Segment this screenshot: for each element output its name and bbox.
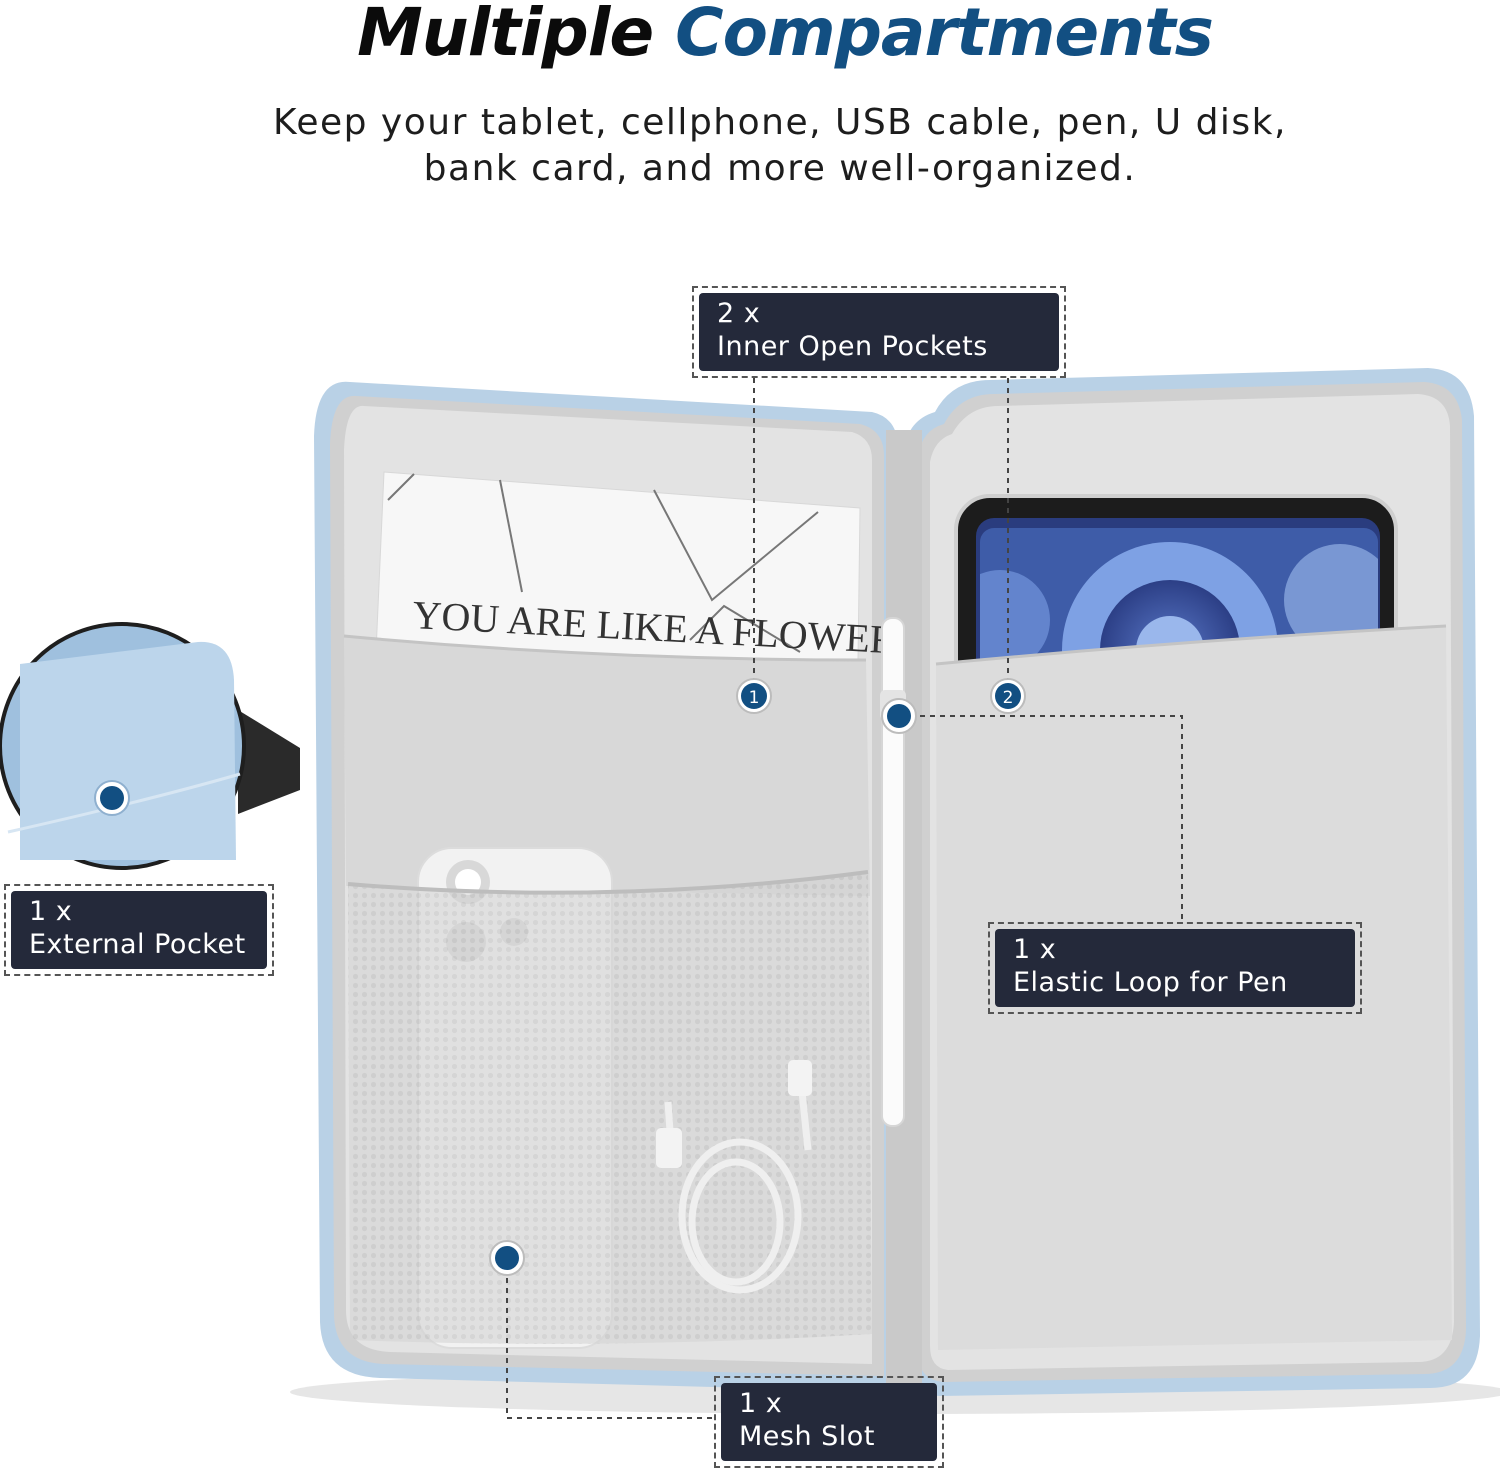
description-text: Keep your tablet, cellphone, USB cable, …	[273, 102, 1287, 189]
title-word-multiple: Multiple	[357, 0, 654, 71]
marker-1-label: 1	[749, 688, 760, 708]
mesh-slot	[348, 872, 872, 1344]
callout-mesh-qty: 1 x	[739, 1388, 783, 1419]
page-title: Multiple Compartments	[0, 0, 1500, 71]
callout-inner-open-pockets: 2 x Inner Open Pockets	[692, 286, 1066, 378]
marker-1: 1	[736, 678, 772, 714]
callout-external-name: External Pocket	[29, 929, 246, 960]
stylus-pen	[880, 617, 906, 1127]
callout-elastic-name: Elastic Loop for Pen	[1013, 967, 1288, 998]
marker-mesh	[489, 1240, 525, 1276]
external-pocket-zoom	[0, 622, 246, 870]
callout-elastic-loop: 1 x Elastic Loop for Pen	[988, 922, 1362, 1014]
callout-mesh-slot: 1 x Mesh Slot	[714, 1376, 944, 1468]
callout-inner-qty: 2 x	[717, 298, 761, 329]
title-word-compartments: Compartments	[675, 0, 1214, 71]
marker-2: 2	[990, 678, 1026, 714]
marker-external	[94, 780, 130, 816]
callout-lines	[506, 378, 1183, 1419]
callout-elastic-qty: 1 x	[1013, 934, 1057, 965]
marker-pen	[881, 698, 917, 734]
marker-2-label: 2	[1003, 688, 1014, 708]
callout-mesh-name: Mesh Slot	[739, 1421, 875, 1452]
callout-external-pocket: 1 x External Pocket	[4, 884, 274, 976]
left-inner-pocket	[344, 636, 870, 896]
callout-external-qty: 1 x	[29, 896, 73, 927]
callout-inner-name: Inner Open Pockets	[717, 331, 988, 362]
